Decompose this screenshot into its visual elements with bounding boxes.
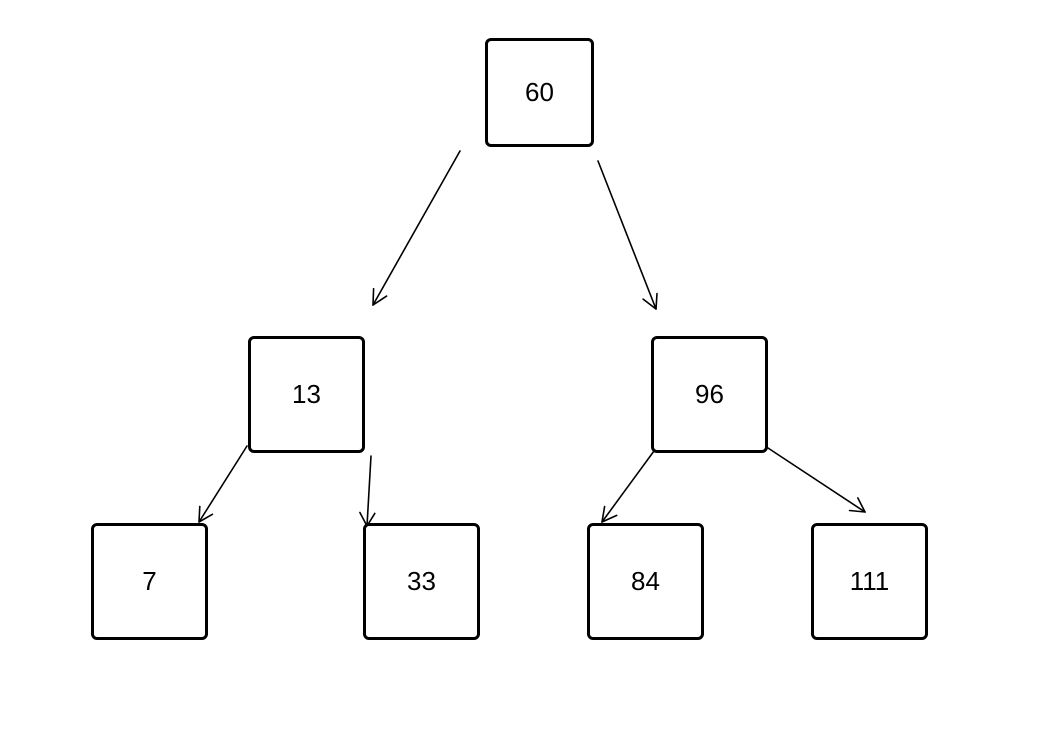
tree-node-root: 60 bbox=[485, 38, 594, 147]
tree-node-left: 13 bbox=[248, 336, 365, 453]
edge-60-13 bbox=[372, 150, 461, 306]
node-label: 33 bbox=[407, 566, 436, 596]
node-label: 96 bbox=[695, 379, 724, 409]
node-label: 84 bbox=[631, 566, 660, 596]
node-label: 111 bbox=[849, 566, 890, 596]
node-label: 13 bbox=[292, 379, 321, 409]
edge-13-7 bbox=[198, 445, 248, 523]
tree-node-left-left: 7 bbox=[91, 523, 208, 640]
tree-node-left-right: 33 bbox=[363, 523, 480, 640]
tree-node-right: 96 bbox=[651, 336, 768, 453]
node-label: 60 bbox=[525, 77, 554, 107]
edge-60-96 bbox=[597, 160, 658, 310]
node-label: 7 bbox=[142, 566, 157, 596]
tree-node-right-right: 111 bbox=[811, 523, 928, 640]
edge-13-33 bbox=[359, 455, 376, 527]
tree-node-right-left: 84 bbox=[587, 523, 704, 640]
edge-96-111 bbox=[767, 447, 866, 513]
edge-96-84 bbox=[601, 450, 655, 523]
